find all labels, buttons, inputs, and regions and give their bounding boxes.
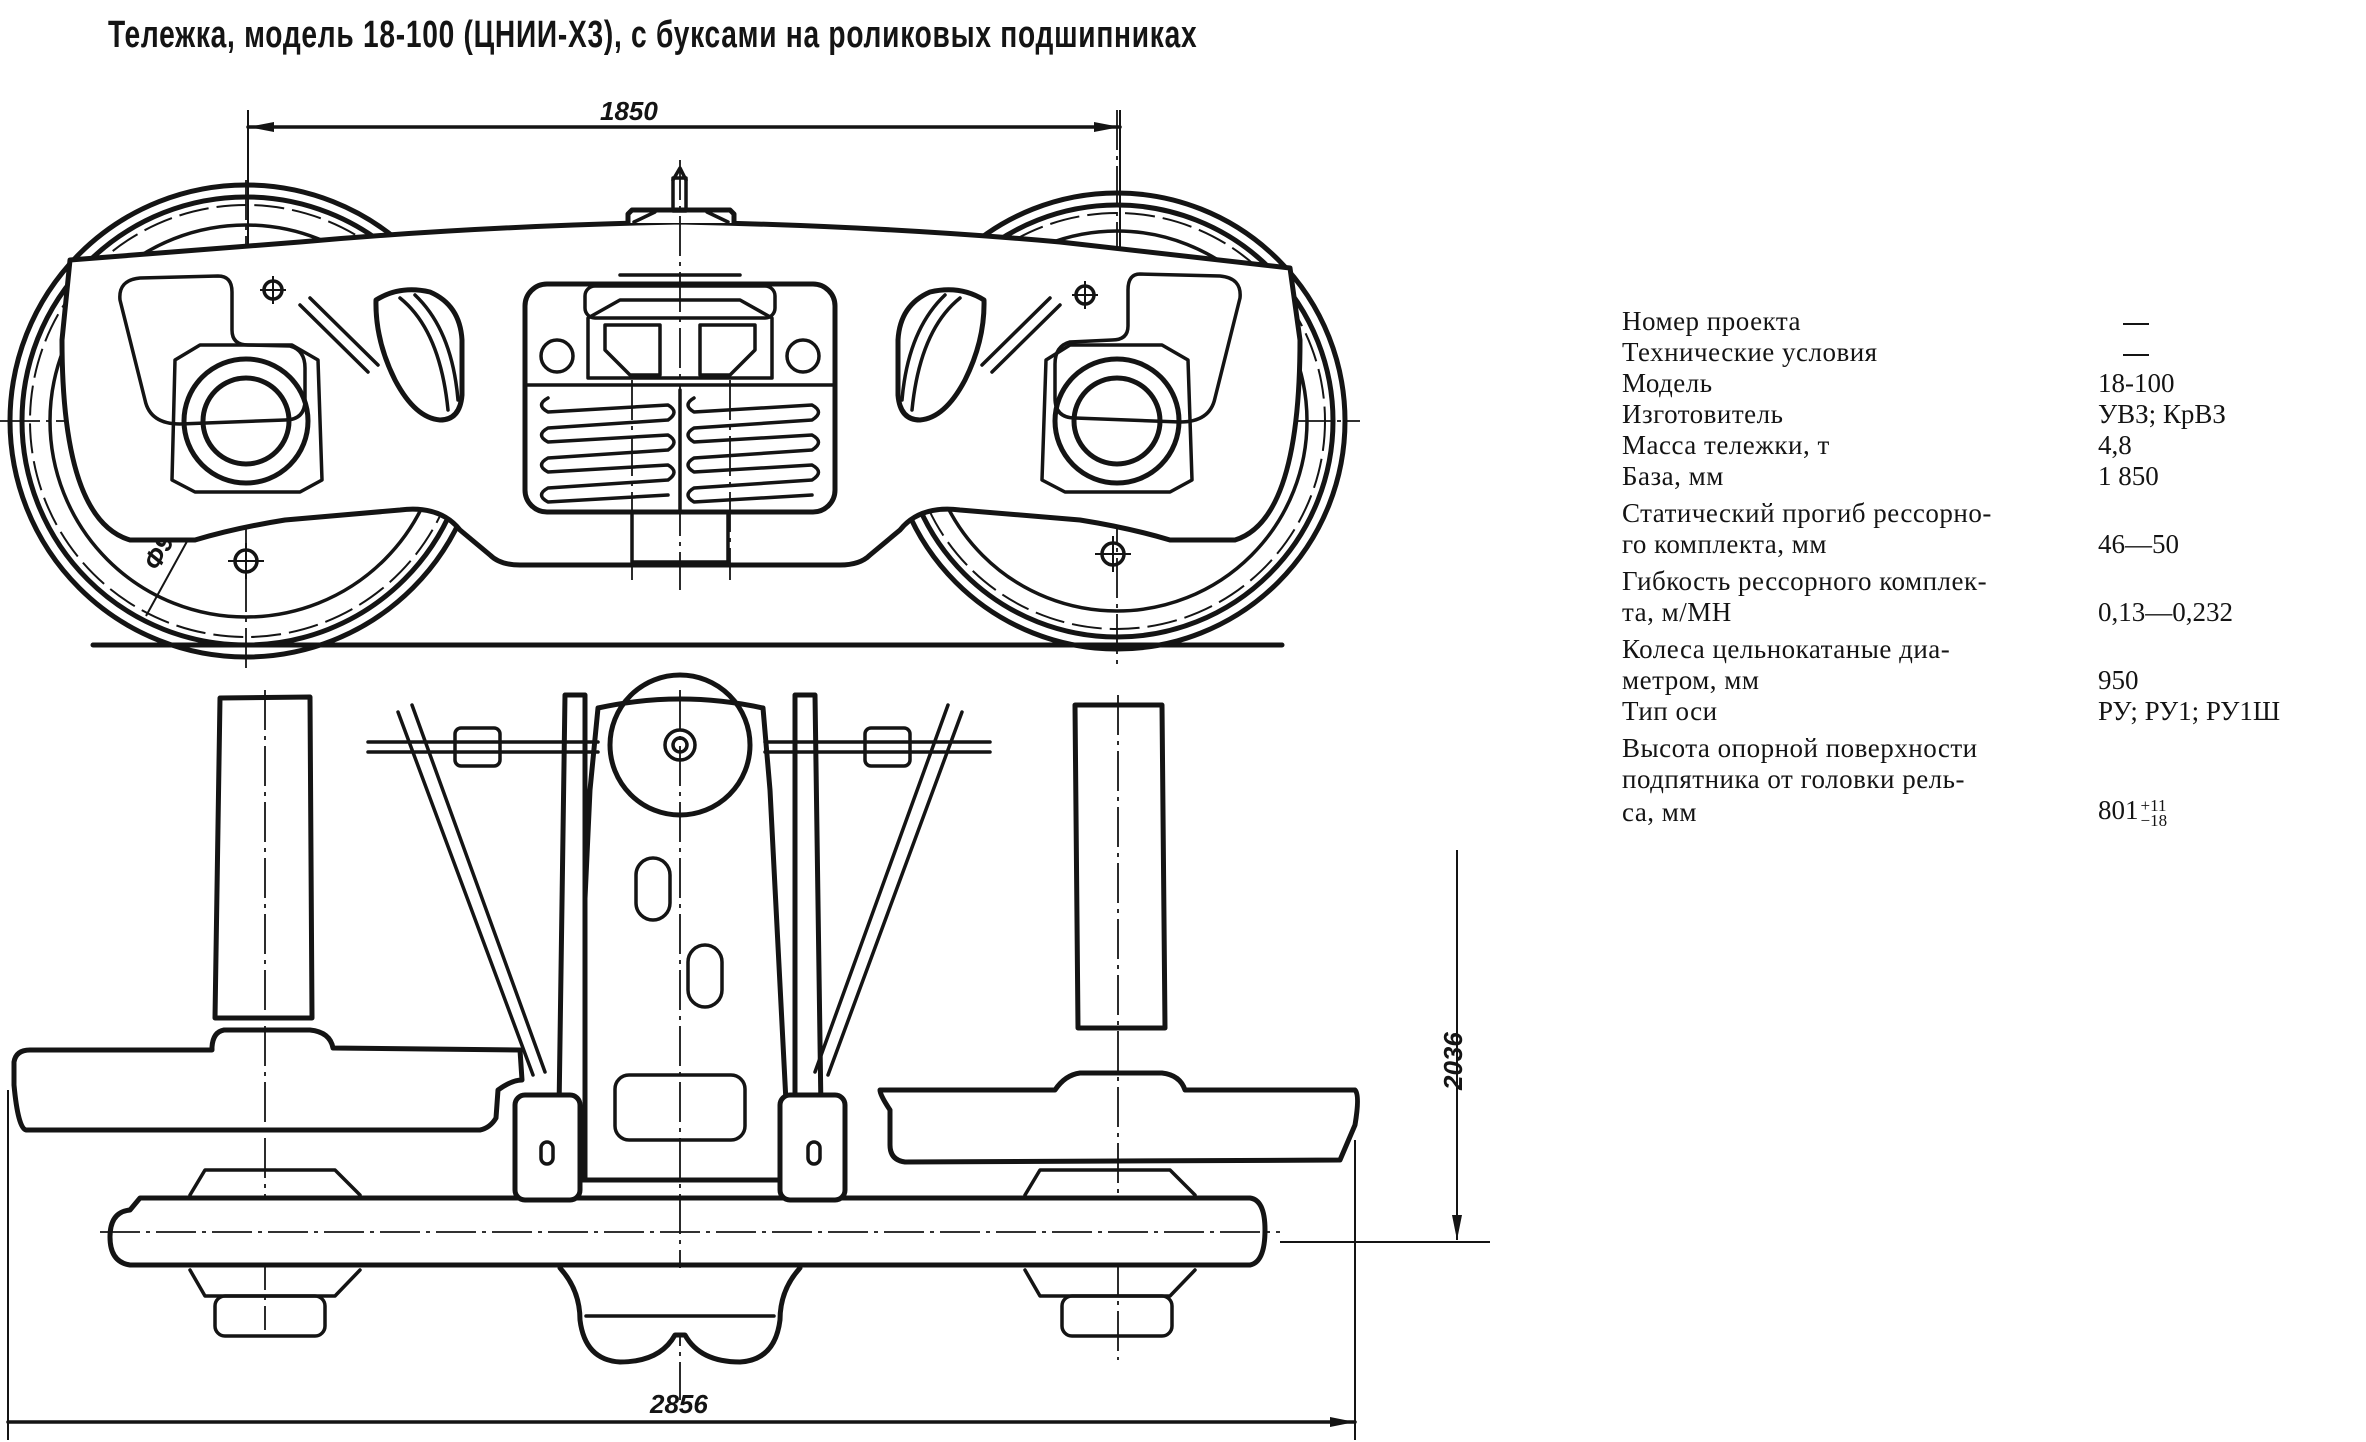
spec-row: Масса тележки, т 4,8	[1622, 430, 2280, 461]
drawing-title: Тележка, модель 18-100 (ЦНИИ-Х3), с букс…	[108, 14, 1198, 56]
spec-value	[2098, 306, 2280, 337]
spec-label: Статический прогиб рессорно-	[1622, 498, 1992, 528]
spec-row: го комплекта, мм 46—50	[1622, 529, 2280, 560]
slot-icon	[634, 856, 672, 922]
spec-row: Тип оси РУ; РУ1; РУ1Ш	[1622, 696, 2280, 727]
bearing-right	[1023, 1168, 1197, 1338]
bogie-drawing: 1850 Φ950	[0, 96, 1490, 1440]
spec-row: Статический прогиб рессорно-	[1622, 492, 2280, 529]
spec-value-text: 801	[2098, 795, 2139, 825]
spec-value-text: РУ; РУ1; РУ1Ш	[2098, 696, 2281, 726]
side-bearers	[512, 692, 848, 1203]
spec-label: Номер проекта	[1622, 306, 1801, 336]
spec-row: Номер проекта	[1622, 306, 2280, 337]
spec-value-text: 4,8	[2098, 430, 2132, 460]
spec-label: База, мм	[1622, 461, 1724, 491]
spec-label: Изготовитель	[1622, 399, 1784, 429]
spec-label: Модель	[1622, 368, 1713, 398]
wheelbase-label: 1850	[600, 96, 658, 126]
spec-value: 1 850	[2098, 461, 2280, 492]
spec-value: 801+11−18	[2098, 795, 2280, 830]
spec-value: 950	[2098, 665, 2280, 696]
bolster-plan	[557, 672, 803, 1400]
spec-value-text: 46—50	[2098, 529, 2179, 559]
spec-row: подпятника от головки рель-	[1622, 764, 2280, 795]
spec-row: Колеса цельнокатаные диа-	[1622, 628, 2280, 665]
dash-mark	[2123, 353, 2149, 356]
spec-label: го комплекта, мм	[1622, 529, 1827, 559]
arrow-left-icon	[248, 122, 274, 132]
spec-value-text: 0,13—0,232	[2098, 597, 2233, 627]
spec-row: Изготовитель УВЗ; КрВЗ	[1622, 399, 2280, 430]
height-label: 2036	[1438, 1032, 1468, 1091]
spec-label: Колеса цельнокатаные диа-	[1622, 634, 1951, 664]
spec-value	[2098, 492, 2280, 529]
spec-row: База, мм 1 850	[1622, 461, 2280, 492]
spec-value: 18-100	[2098, 368, 2280, 399]
tolerance: +11−18	[2140, 795, 2168, 830]
spec-value	[2098, 628, 2280, 665]
spec-value	[2098, 337, 2280, 368]
spec-label: подпятника от головки рель-	[1622, 764, 1965, 794]
plan-view: 2036 2856	[6, 672, 1490, 1440]
bearing-left	[188, 1168, 362, 1338]
width-label: 2856	[649, 1389, 708, 1419]
wedge-pocket-left	[373, 287, 465, 423]
bolster-and-springs	[522, 160, 838, 590]
spec-value: 4,8	[2098, 430, 2280, 461]
coil-spring-right	[686, 380, 821, 580]
spec-value-text: 1 850	[2098, 461, 2159, 491]
height-dimension: 2036	[1280, 850, 1490, 1243]
spec-value-text: УВЗ; КрВЗ	[2098, 399, 2226, 429]
spec-row: Высота опорной поверхности	[1622, 727, 2280, 764]
spec-label: та, м/МН	[1622, 597, 1732, 627]
brake-rigging	[366, 703, 992, 1077]
spec-label: Тип оси	[1622, 696, 1718, 726]
arrow-right-icon	[1094, 122, 1120, 132]
spec-row: са, мм 801+11−18	[1622, 795, 2280, 830]
width-dimension: 2856	[6, 1090, 1357, 1440]
right-axle	[877, 695, 1360, 1360]
spec-label: Масса тележки, т	[1622, 430, 1830, 460]
spec-label: Гибкость рессорного комплек-	[1622, 566, 1988, 596]
spec-row: Гибкость рессорного комплек-	[1622, 560, 2280, 597]
spec-value: 0,13—0,232	[2098, 597, 2280, 628]
spec-value	[2098, 764, 2280, 795]
spec-value	[2098, 727, 2280, 764]
arrow-right-icon	[1330, 1417, 1355, 1427]
slot-icon	[686, 943, 724, 1009]
wedge-pocket-right	[895, 287, 987, 423]
spec-label: Высота опорной поверхности	[1622, 733, 1978, 763]
arrow-down-icon	[1452, 1215, 1462, 1240]
axle-box-left	[181, 356, 311, 486]
spec-value: 46—50	[2098, 529, 2280, 560]
coil-spring-left	[539, 380, 676, 580]
spec-value: РУ; РУ1; РУ1Ш	[2098, 696, 2280, 727]
spec-value-text: 18-100	[2098, 368, 2175, 398]
spec-label: са, мм	[1622, 796, 1697, 827]
spec-value	[2098, 560, 2280, 597]
spec-label: Технические условия	[1622, 337, 1878, 367]
left-axle	[11, 690, 525, 1330]
spec-row: Технические условия	[1622, 337, 2280, 368]
spec-label: метром, мм	[1622, 665, 1760, 695]
spec-row: метром, мм 950	[1622, 665, 2280, 696]
spec-row: та, м/МН 0,13—0,232	[1622, 597, 2280, 628]
dash-mark	[2123, 322, 2149, 325]
spec-row: Модель 18-100	[1622, 368, 2280, 399]
side-view: 1850 Φ950	[0, 96, 1360, 668]
axle-box-right	[1052, 356, 1182, 486]
spec-value: УВЗ; КрВЗ	[2098, 399, 2280, 430]
spec-value-text: 950	[2098, 665, 2139, 695]
